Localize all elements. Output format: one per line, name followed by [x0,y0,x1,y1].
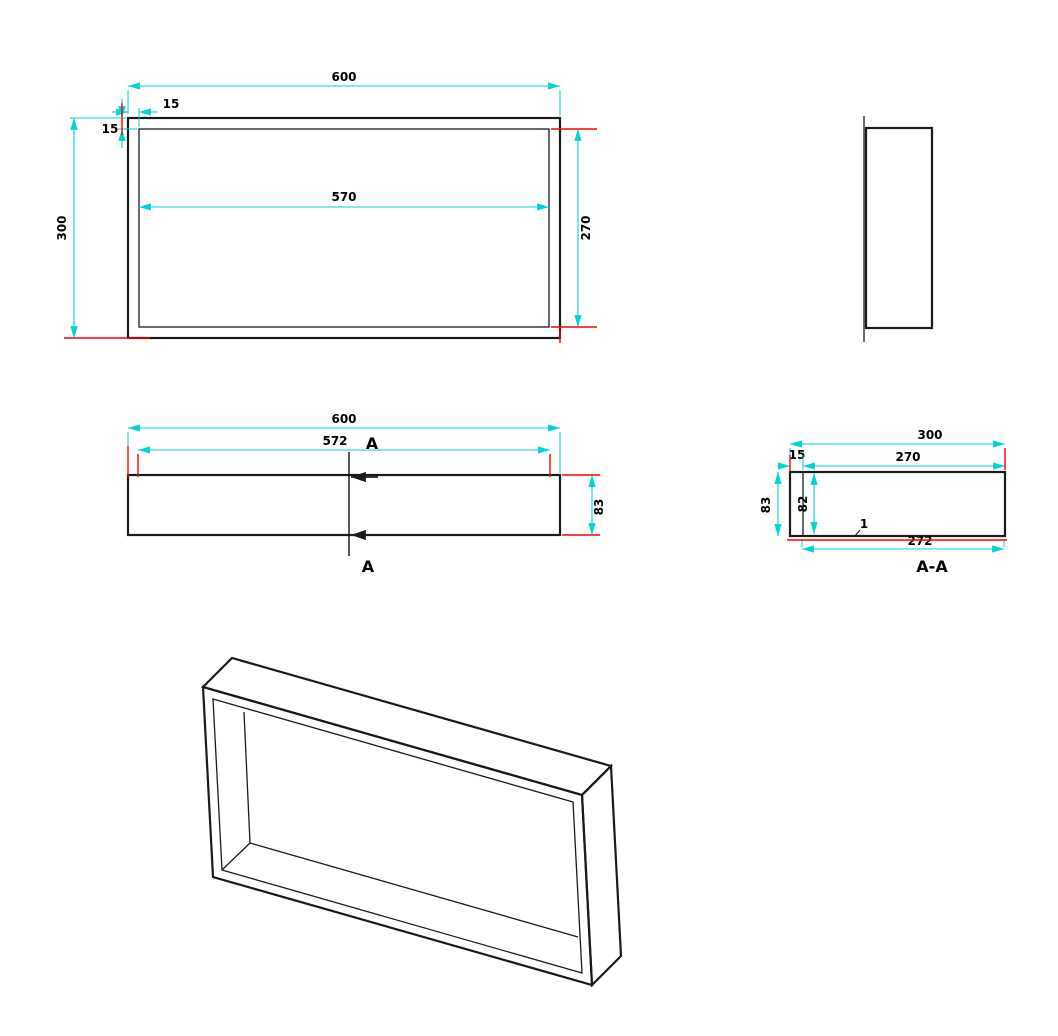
dim-text-section-bottom-width: 272 [907,534,932,548]
dim-top-depth: 83 [588,475,606,535]
iso-top-face [200,656,614,797]
iso-front-face [201,685,594,987]
iso-interior-corner-edge [221,842,251,871]
top-view: 600 572 83 A A [126,412,606,576]
section-label-top: A [366,434,379,453]
dim-text-front-inner-width: 570 [331,190,356,204]
section-view: 300 15 270 83 82 1 [759,428,1007,576]
section-title: A-A [916,557,948,576]
dim-section-inner-width: 270 [802,450,1005,470]
dim-section-wall: 1 [860,517,868,531]
dim-top-inner-width: 572 [138,434,550,454]
iso-opening-rim [212,698,583,974]
dim-text-section-wall: 1 [860,517,868,531]
dim-text-front-height: 300 [55,215,69,240]
dim-text-top-width: 600 [331,412,356,426]
isometric-view [200,656,623,988]
dim-front-flange-left: 15 [102,99,137,148]
dim-text-flange-left: 15 [102,122,119,136]
top-highlighted-extension-lines [127,446,600,536]
dim-section-inner-depth: 82 [796,473,818,534]
top-body-rect [126,473,562,537]
dim-section-depth: 83 [759,472,782,536]
dim-text-section-inner-depth: 82 [796,496,810,513]
front-view: 600 15 15 300 570 [55,70,597,343]
side-body-rect [864,126,934,330]
iso-interior-bottom-edge [249,842,579,938]
dim-front-inner-width: 570 [139,190,549,211]
section-cut-mark: A A [348,434,379,576]
wall-leader-line [853,529,861,538]
dim-text-flange-top: 15 [163,97,180,111]
dim-text-front-width: 600 [331,70,356,84]
iso-interior-left-edge [243,711,251,844]
front-inner-rect [138,128,550,328]
dim-text-section-inner-width: 270 [895,450,920,464]
dim-section-bottom-width: 272 [801,534,1005,553]
front-highlighted-extension-lines [64,103,597,343]
dim-text-section-depth: 83 [759,497,773,514]
section-body-rect [788,470,1007,538]
dim-text-top-inner-width: 572 [322,434,347,448]
dim-text-front-inner-height: 270 [579,215,593,240]
dim-front-inner-height: 270 [574,129,593,327]
section-label-bottom: A [362,557,375,576]
section-highlighted-extension-lines [787,448,1007,541]
side-view [863,116,934,342]
iso-right-face [580,763,623,988]
front-outer-rect [126,116,562,340]
dim-text-section-width: 300 [917,428,942,442]
dim-top-width: 600 [127,412,561,473]
dim-text-top-depth: 83 [592,499,606,516]
dim-front-height: 300 [55,117,126,338]
dim-text-section-flange: 15 [789,448,806,462]
dim-front-width: 600 [127,70,561,116]
dim-section-flange: 15 [777,448,806,470]
